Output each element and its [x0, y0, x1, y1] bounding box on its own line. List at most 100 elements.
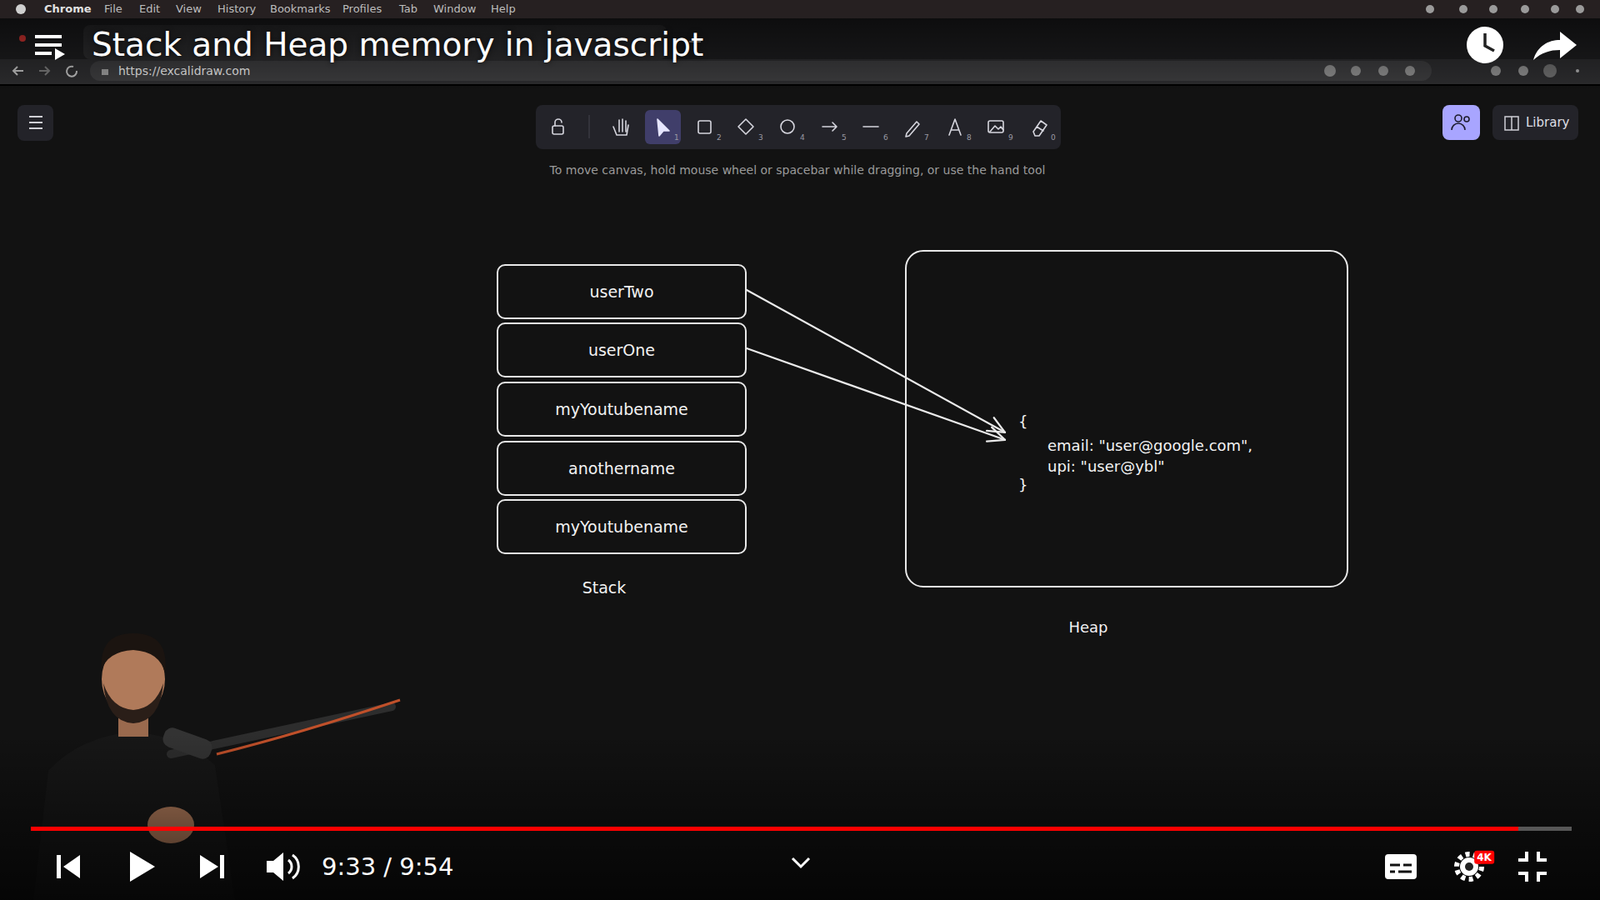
tool-bar [863, 125, 879, 128]
heap-label: Heap [1068, 618, 1108, 637]
tool-shortcut: 5 [841, 133, 847, 143]
tool-bar [988, 120, 1004, 133]
tool-bar [780, 120, 795, 134]
stack-label: Stack [582, 578, 627, 598]
reference-arrow [746, 348, 1005, 442]
tool-bar [822, 122, 837, 131]
menu-item: File [104, 2, 123, 16]
presenter-video [103, 683, 164, 724]
tool-shortcut: 6 [883, 133, 889, 143]
menu-bar [1575, 5, 1585, 14]
menu-item: Tab [399, 2, 418, 16]
menu-bar [1489, 5, 1498, 14]
url-text: https://excalidraw.com [118, 64, 250, 79]
collaborate-button [1464, 116, 1470, 122]
tool-bar [698, 120, 711, 134]
menu-bar [15, 4, 26, 15]
menu-item: Chrome [44, 2, 92, 16]
collaborate-button [1455, 115, 1462, 122]
menu-item: Help [490, 2, 516, 16]
tool-shortcut: 2 [716, 133, 722, 143]
quality-badge: 4K [1474, 850, 1495, 865]
tool-bar [555, 119, 562, 126]
menu-item: Bookmarks [270, 2, 331, 16]
tool-shortcut: 0 [1050, 133, 1056, 143]
tool-shortcut: 4 [800, 133, 805, 143]
menu-button [29, 116, 43, 129]
tool-bar [588, 115, 590, 139]
tool-bar [613, 119, 629, 135]
stack-slot: userTwo [496, 264, 747, 320]
object-brace: { [1018, 412, 1028, 431]
menu-item: Profiles [342, 2, 382, 16]
menu-item: Edit [139, 2, 160, 16]
playlist-icon [35, 36, 65, 60]
menu-item: View [175, 2, 202, 16]
menu-item: Window [433, 2, 476, 16]
stack-slot: myYoutubename [496, 381, 747, 437]
player-controls [63, 855, 80, 879]
object-brace: } [1018, 475, 1028, 495]
video-top-shade [0, 18, 1600, 94]
player-controls [1390, 865, 1412, 872]
slot-name: myYoutubename [555, 517, 689, 537]
tool-bar [535, 105, 1061, 150]
collaborate-button [1451, 123, 1465, 130]
video-bottom-shade [0, 733, 1600, 900]
presenter-video [101, 633, 166, 674]
library-button [1505, 116, 1519, 130]
tool-bar [552, 119, 1047, 137]
tool-shortcut: 1 [674, 133, 680, 143]
tool-bar [738, 119, 754, 135]
player-controls [56, 851, 1547, 882]
menu-button [17, 105, 54, 141]
tool-bar [645, 110, 681, 145]
player-controls [792, 858, 810, 867]
canvas-hint: To move canvas, hold mouse wheel or spac… [550, 163, 1046, 178]
progress-played [30, 826, 1519, 831]
watch-later-icon [1466, 26, 1504, 64]
time-display: 9:33 / 9:54 [321, 852, 454, 882]
tool-shortcut: 8 [966, 133, 972, 143]
player-controls [1385, 854, 1417, 880]
share-icon [1533, 31, 1577, 60]
object-property: upi: "user@ybl" [1047, 457, 1165, 476]
tool-shortcut: 9 [1008, 133, 1014, 143]
player-controls [1518, 851, 1547, 882]
tool-bar [552, 125, 564, 135]
stack-slot: myYoutubename [496, 499, 747, 555]
tool-bar [657, 119, 670, 136]
tool-shortcut: 7 [924, 133, 930, 143]
library-button [1492, 105, 1579, 140]
collaborate-button [1442, 105, 1480, 140]
playlist-icon [55, 48, 65, 60]
menu-button [17, 105, 54, 141]
menu-bar [0, 0, 1600, 19]
menu-bar [1459, 5, 1468, 14]
tool-bar [949, 119, 961, 135]
collaborate-button [1442, 105, 1480, 140]
tool-bar [535, 105, 1061, 150]
slot-name: anothername [568, 459, 675, 479]
tool-bar [990, 125, 1004, 132]
menu-bar [1425, 5, 1435, 14]
library-button [1492, 105, 1579, 140]
player-controls [266, 852, 284, 881]
stack-slot: userOne [496, 322, 747, 378]
player-controls [220, 855, 225, 879]
menu-item: History [217, 2, 256, 16]
watch-later-icon [1466, 26, 1504, 64]
player-controls [130, 851, 155, 882]
player-controls [56, 855, 61, 879]
player-controls [200, 855, 219, 879]
progress-track [30, 826, 1572, 831]
arrowhead [986, 427, 1005, 442]
slot-name: userTwo [589, 282, 654, 302]
slot-name: myYoutubename [555, 400, 689, 420]
slot-name: userOne [588, 340, 655, 360]
watch-later-icon [1485, 33, 1495, 51]
arrow-line [746, 348, 1005, 440]
menu-bar [1520, 5, 1530, 14]
